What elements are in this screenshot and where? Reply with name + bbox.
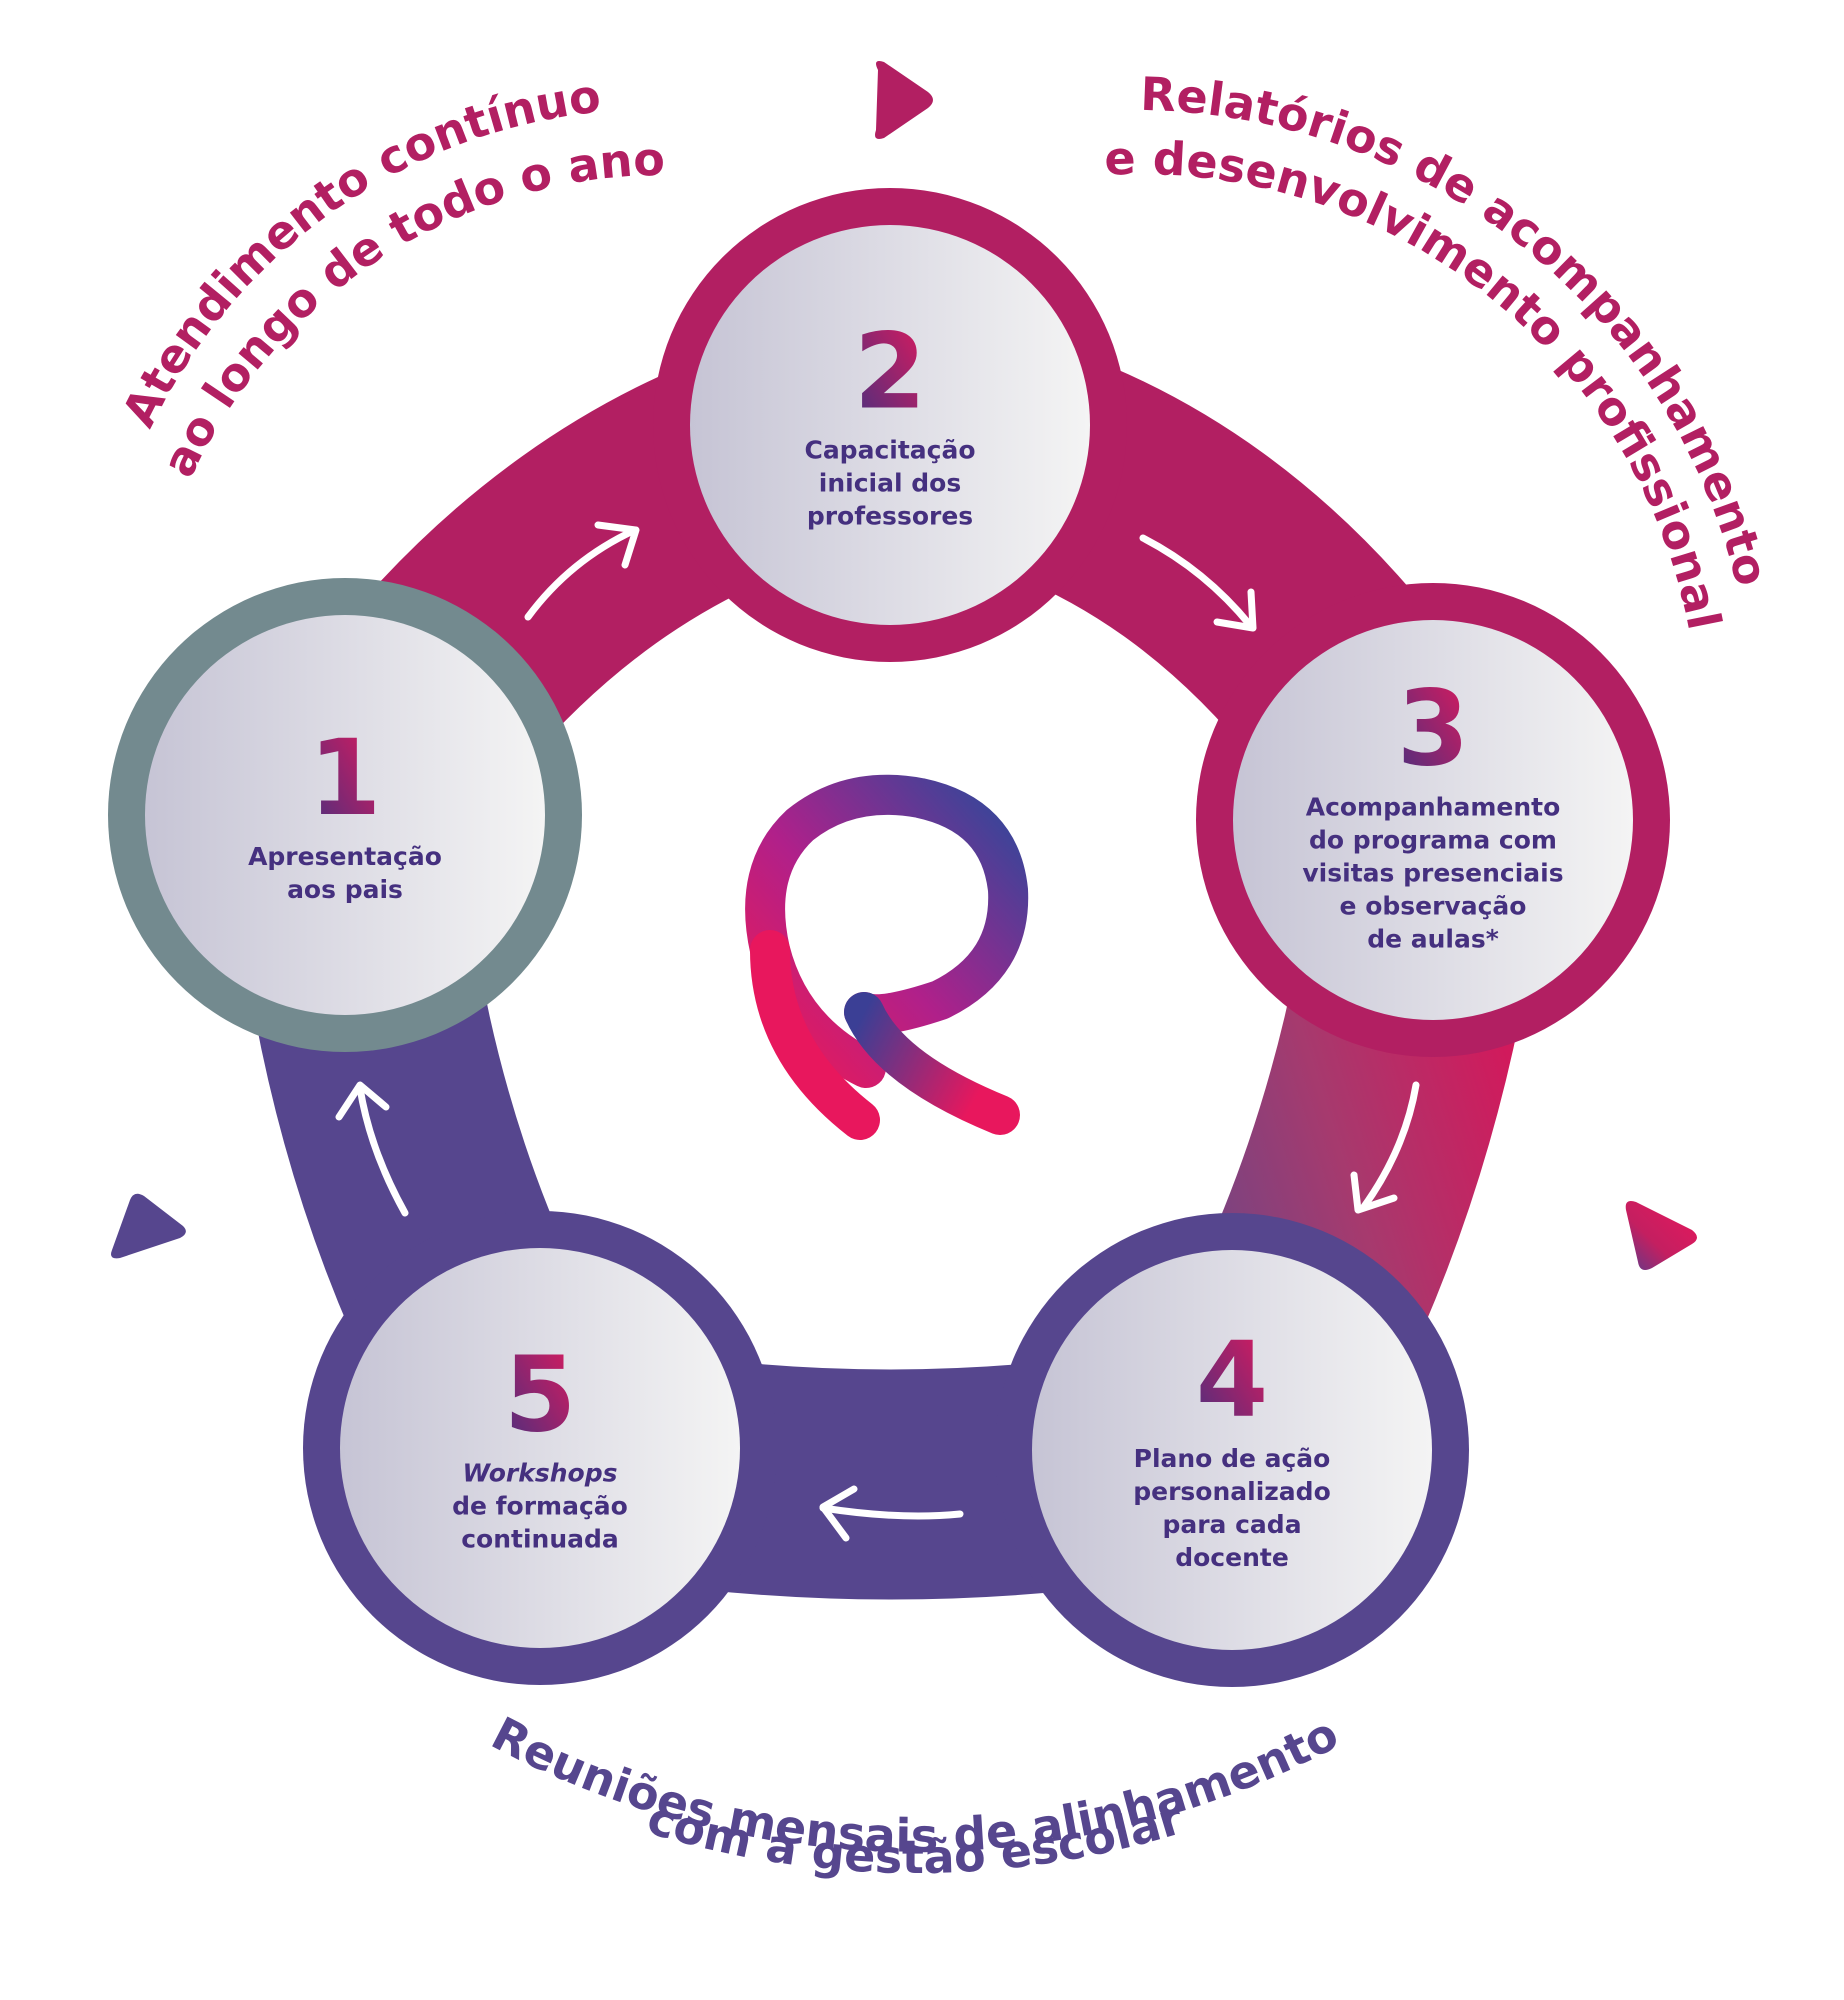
- step-description-line: personalizado: [1133, 1477, 1331, 1506]
- step-number: 2: [854, 311, 926, 433]
- step-description-line: docente: [1175, 1543, 1289, 1572]
- r-swirl-logo-icon: [745, 774, 1029, 1140]
- step-description-line: inicial dos: [819, 469, 961, 498]
- step-description-line: professores: [807, 502, 973, 531]
- play-triangle-left-icon: [111, 1193, 186, 1259]
- step-disc: [1233, 620, 1633, 1020]
- step-description-line: Apresentação: [248, 842, 442, 871]
- step-description-line: Plano de ação: [1134, 1444, 1331, 1473]
- step-description-line: de formação: [452, 1492, 628, 1521]
- play-triangle-right-icon: [1625, 1201, 1697, 1270]
- arrow-curved-down-icon: [1350, 1081, 1420, 1214]
- step-number: 4: [1196, 1319, 1268, 1441]
- arrow-curved-up-icon: [335, 1081, 409, 1217]
- step-disc: [340, 1248, 740, 1648]
- label-monthly-meetings: Reuniões mensais de alinhamento com a ge…: [483, 1706, 1346, 1884]
- step-description-line: continuada: [461, 1525, 619, 1554]
- step-description-line: de aulas*: [1367, 925, 1499, 954]
- play-triangle-top-icon: [875, 61, 933, 139]
- step-description-line: Capacitação: [804, 436, 975, 465]
- step-number: 5: [504, 1334, 576, 1456]
- step-description-line: Workshops: [463, 1459, 618, 1488]
- step-description-line: para cada: [1162, 1510, 1301, 1539]
- step-disc: [145, 615, 545, 1015]
- flow-arrows: [335, 521, 1420, 1542]
- step-description-line: visitas presenciais: [1302, 859, 1563, 888]
- step-description-line: e observação: [1340, 892, 1527, 921]
- step-description-line: do programa com: [1309, 826, 1557, 855]
- step-description-line: aos pais: [287, 875, 403, 904]
- arrow-left-icon: [819, 1485, 964, 1542]
- step-disc: [1032, 1250, 1432, 1650]
- step-disc: [690, 225, 1090, 625]
- step-number: 1: [309, 717, 381, 839]
- step-description-line: Acompanhamento: [1306, 793, 1561, 822]
- step-number: 3: [1397, 668, 1469, 790]
- arrow-curved-up-right-icon: [524, 521, 640, 621]
- arrow-curved-down-right-icon: [1139, 534, 1257, 632]
